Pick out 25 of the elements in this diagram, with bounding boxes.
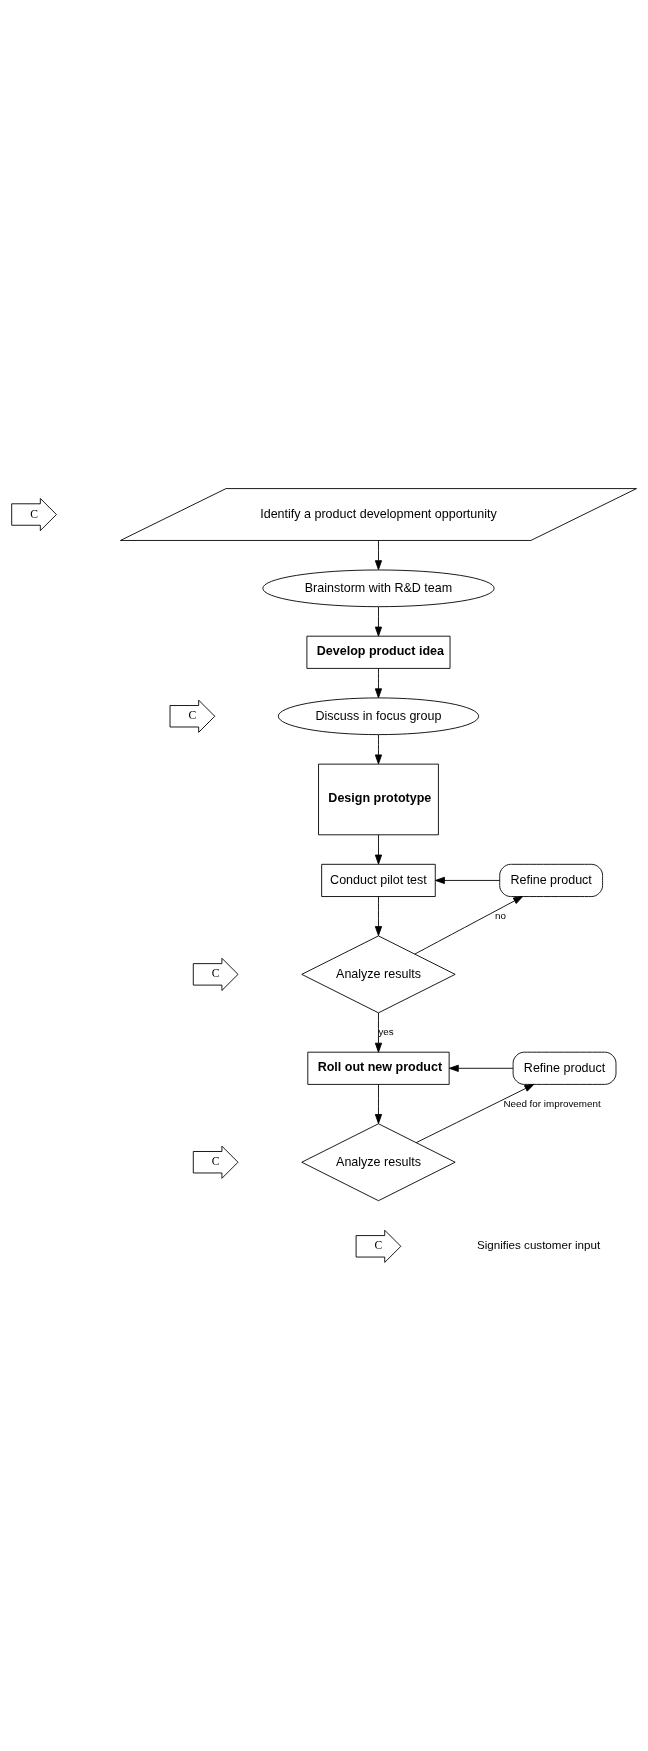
legend-label: Signifies customer input xyxy=(476,1238,601,1252)
edge-label: no xyxy=(495,909,507,921)
node-box: Conduct pilot test xyxy=(321,863,436,897)
arrow xyxy=(374,540,383,571)
arrow xyxy=(374,1012,383,1053)
arrow xyxy=(374,606,383,637)
node-box: Design prototype xyxy=(318,763,439,836)
node-box: Develop product idea xyxy=(306,635,451,669)
edge-label: Need for improvement xyxy=(503,1097,601,1109)
arrow xyxy=(374,734,383,765)
node-box: Refine product xyxy=(499,863,603,897)
node-box: Roll out new product xyxy=(307,1051,450,1085)
arrow xyxy=(374,1083,383,1124)
node-box: Refine product xyxy=(512,1051,617,1085)
node-diamond: Analyze results xyxy=(301,935,456,1014)
node-ellipse: Brainstorm with R&D team xyxy=(262,569,495,608)
arrow xyxy=(414,896,524,955)
node-diamond: Analyze results xyxy=(301,1123,456,1202)
arrow xyxy=(374,834,383,865)
arrow xyxy=(374,668,383,699)
arrow xyxy=(374,896,383,936)
arrow xyxy=(415,1083,535,1144)
node-ellipse: Discuss in focus group xyxy=(277,697,480,736)
arrow xyxy=(435,876,501,884)
arrow xyxy=(448,1064,514,1072)
